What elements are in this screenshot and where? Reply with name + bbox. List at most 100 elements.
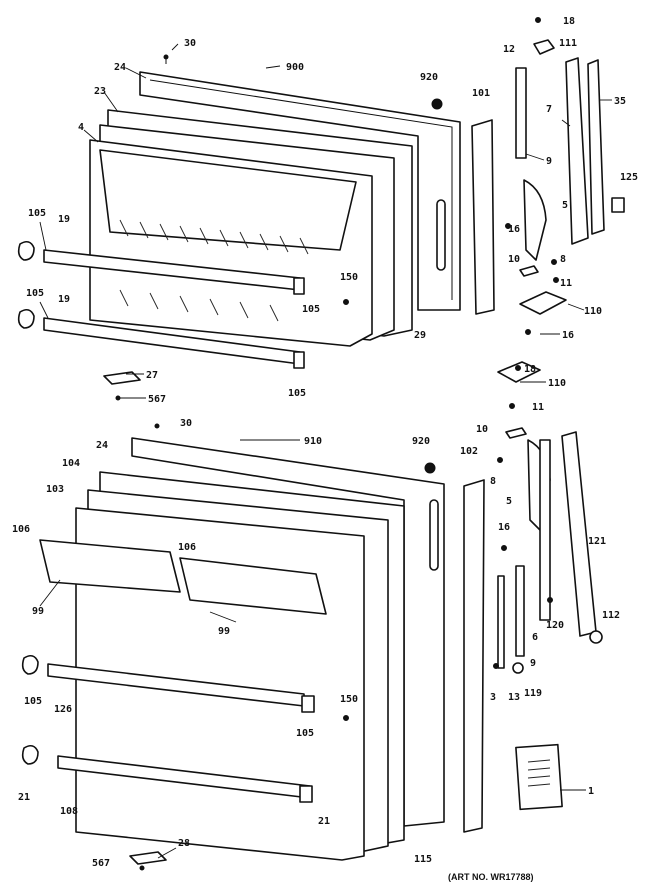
callout-12: 12 [503,44,515,55]
callout-105-c: 105 [302,304,320,315]
fresh-food-door-assembly [21,423,445,871]
freezer-door-assembly [17,54,461,401]
leader-lines [39,43,612,859]
callout-105-d: 105 [288,388,306,399]
callout-102: 102 [460,446,478,457]
fresh-food-handle-bar-9 [515,565,525,657]
fresh-food-hinge-pin [139,865,145,871]
callout-115: 115 [414,854,432,865]
freezer-hinge-plate [103,371,141,385]
callout-19-a: 19 [58,214,70,225]
freezer-door-handle-trim [471,119,495,315]
dairy-bucket-right [179,557,327,615]
fresh-food-handle-grip [561,431,597,637]
fresh-food-screw-11 [509,403,515,409]
callout-8-b: 8 [490,476,496,487]
fresh-food-screw-150 [343,715,349,721]
fresh-food-handle-bar [539,439,551,621]
callout-8-a: 8 [560,254,566,265]
callout-125: 125 [620,172,638,183]
callout-920: 920 [420,72,438,83]
callout-16-c: 16 [498,522,510,533]
fresh-food-shelf-cap-left-upper [21,654,39,675]
callout-103: 103 [46,484,64,495]
callout-105-a: 105 [28,208,46,219]
freezer-shelf-cap-right-lower [293,351,305,369]
fresh-food-screw-120 [547,597,553,603]
callout-106-b: 106 [178,542,196,553]
callout-18-b: 18 [524,364,536,375]
fresh-food-screw-16 [501,545,507,551]
callout-11-a: 11 [560,278,572,289]
callout-106-a: 106 [12,524,30,535]
callout-105-f: 105 [296,728,314,739]
freezer-handle-bracket [523,179,547,261]
callout-6: 6 [532,632,538,643]
freezer-shelf-cap-right-upper [293,277,305,295]
fresh-food-door-hardware [463,361,603,833]
callout-567-a: 567 [148,394,166,405]
callout-4: 4 [78,122,84,133]
freezer-screw-11 [553,277,559,283]
callout-7: 7 [546,104,552,115]
fresh-food-washer-10 [505,427,527,439]
fresh-food-screw-3 [493,663,499,669]
callout-3: 3 [490,692,496,703]
callout-567-b: 567 [92,858,110,869]
freezer-plug-button [431,98,443,110]
fresh-food-door-handle-slot [429,499,439,571]
callout-119: 119 [524,688,542,699]
callout-23: 23 [94,86,106,97]
callout-24: 24 [114,62,126,73]
callout-104: 104 [62,458,80,469]
callout-16-b: 16 [562,330,574,341]
dairy-bucket-left [39,539,181,593]
callout-111: 111 [559,38,577,49]
callout-110-a: 110 [584,306,602,317]
freezer-screw-18 [535,17,541,23]
art-number: (ART NO. WR17788) [448,872,534,882]
freezer-handle-grip [565,57,589,245]
callout-126: 126 [54,704,72,715]
fresh-food-trim-strip [497,575,505,669]
fresh-food-top-screw [154,423,160,429]
callout-30: 30 [184,38,196,49]
callout-24-b: 24 [96,440,108,451]
callout-21-b: 21 [318,816,330,827]
callout-99-a: 99 [32,606,44,617]
callout-9-b: 9 [530,658,536,669]
freezer-handle-bar [515,67,527,159]
freezer-shelf-cap-left-lower [17,308,35,329]
callout-900: 900 [286,62,304,73]
fresh-food-shelf-cap-left-lower [21,744,39,765]
callout-10-b: 10 [476,424,488,435]
fresh-food-screw-8 [497,457,503,463]
fresh-food-hinge-plate [129,851,167,865]
freezer-screw-150 [343,299,349,305]
fresh-food-hinge-110 [497,361,541,383]
callout-150-b: 150 [340,694,358,705]
callout-920-b: 920 [412,436,430,447]
callout-21-a: 21 [18,792,30,803]
freezer-screw-8 [551,259,557,265]
freezer-washer-10 [519,265,539,277]
callout-105-b: 105 [26,288,44,299]
fresh-food-screw-18 [515,365,521,371]
callout-910: 910 [304,436,322,447]
callout-5-a: 5 [562,200,568,211]
callout-99-b: 99 [218,626,230,637]
freezer-hinge-pin [115,395,121,401]
freezer-handle-cover [587,59,605,235]
fresh-food-shelf-cap-right-lower [299,785,313,803]
freezer-outer-door-panel [139,71,461,311]
callout-16-a: 16 [508,224,520,235]
callout-10-a: 10 [508,254,520,265]
callout-121: 121 [588,536,606,547]
callout-5-b: 5 [506,496,512,507]
freezer-cap-125 [611,197,625,213]
callout-27: 27 [146,370,158,381]
callout-1: 1 [588,786,594,797]
freezer-tray-ribs [119,219,309,322]
